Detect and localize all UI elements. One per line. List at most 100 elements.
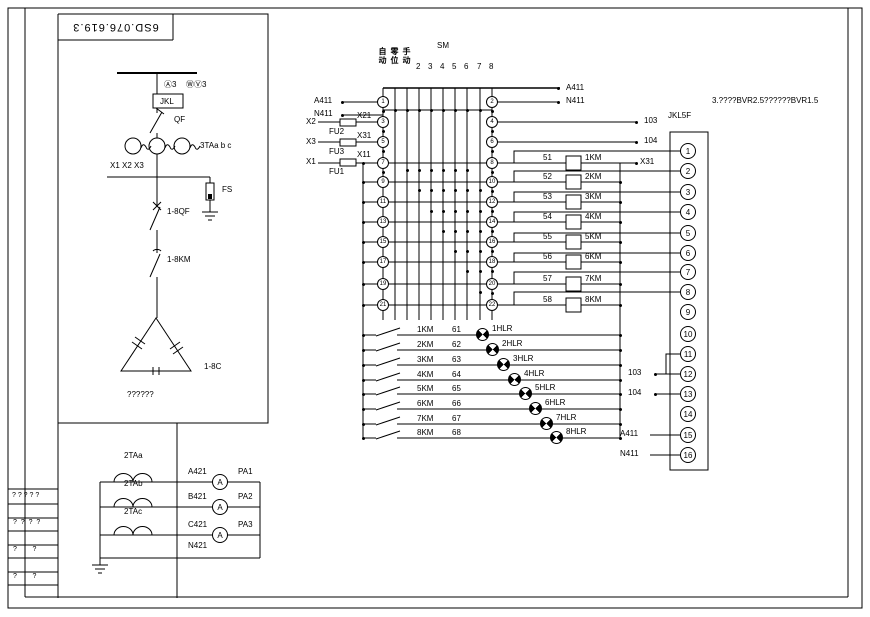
terminal-circle: 20 <box>486 278 498 290</box>
junction-dot <box>405 168 409 172</box>
junction-dot <box>618 363 622 367</box>
diagram-label: 103 <box>628 368 642 377</box>
junction-dot <box>381 109 385 113</box>
junction-dot <box>478 249 482 253</box>
diagram-label: 1-8QF <box>167 207 190 216</box>
terminal-circle: 22 <box>486 299 498 311</box>
diagram-label: 1KM <box>417 325 434 334</box>
diagram-label: A411 <box>314 96 333 105</box>
terminal-circle: 17 <box>377 256 389 268</box>
diagram-label: PA2 <box>238 492 253 501</box>
diagram-label: 4KM <box>417 370 434 379</box>
junction-dot <box>490 249 494 253</box>
junction-dot <box>429 188 433 192</box>
junction-dot <box>441 209 445 213</box>
junction-dot <box>453 168 457 172</box>
terminal-circle: 16 <box>486 236 498 248</box>
junction-dot <box>618 200 622 204</box>
terminal-circle: 5 <box>377 136 389 148</box>
diagram-label: X31 <box>640 157 655 166</box>
diagram-label: N411 <box>620 449 639 458</box>
terminal-circle: 14 <box>486 216 498 228</box>
junction-dot <box>556 100 560 104</box>
diagram-label: 103 <box>644 116 658 125</box>
terminal-circle: 1 <box>377 96 389 108</box>
diagram-label: X1 X2 X3 <box>110 161 144 170</box>
junction-dot <box>618 378 622 382</box>
diagram-label: ⓌⓋ3 <box>186 80 207 89</box>
diagram-label: 6HLR <box>545 398 566 407</box>
diagram-label: 3 <box>428 62 433 71</box>
diagram-label: 6KM <box>585 252 602 261</box>
diagram-label: 62 <box>452 340 461 349</box>
junction-dot <box>441 188 445 192</box>
junction-dot <box>361 407 365 411</box>
diagram-label: 53 <box>543 192 552 201</box>
diagram-label: 104 <box>628 388 642 397</box>
terminal-circle: 19 <box>377 278 389 290</box>
terminal-circle: 8 <box>680 284 696 300</box>
diagram-label: 自动 <box>378 47 387 65</box>
junction-dot <box>478 290 482 294</box>
sheet-frame <box>7 7 863 609</box>
diagram-label: 2KM <box>417 340 434 349</box>
junction-dot <box>361 436 365 440</box>
junction-dot <box>465 168 469 172</box>
junction-dot <box>361 260 365 264</box>
junction-dot <box>465 108 469 112</box>
junction-dot <box>465 249 469 253</box>
diagram-label: 7HLR <box>556 413 577 422</box>
terminal-circle: 10 <box>680 326 696 342</box>
diagram-label: X3 <box>306 137 316 146</box>
doc-number: 6SD.076.619.3 <box>72 21 159 34</box>
diagram-label: PA1 <box>238 467 253 476</box>
junction-dot <box>441 168 445 172</box>
junction-dot <box>618 348 622 352</box>
diagram-label: 56 <box>543 252 552 261</box>
junction-dot <box>361 282 365 286</box>
indicator-lamp-icon <box>508 373 521 386</box>
diagram-label: 2KM <box>585 172 602 181</box>
junction-dot <box>465 229 469 233</box>
diagram-label: 1-8C <box>204 362 222 371</box>
diagram-label: SM <box>437 41 449 50</box>
diagram-label: 57 <box>543 274 552 283</box>
diagram-label: 5KM <box>585 232 602 241</box>
diagram-label: 52 <box>543 172 552 181</box>
junction-dot <box>465 188 469 192</box>
junction-dot <box>478 108 482 112</box>
diagram-label: 8 <box>489 62 494 71</box>
terminal-circle: 4 <box>486 116 498 128</box>
terminal-circle: A <box>212 499 228 515</box>
junction-dot <box>478 209 482 213</box>
terminal-circle: 11 <box>377 196 389 208</box>
junction-dot <box>618 303 622 307</box>
junction-dot <box>429 168 433 172</box>
terminal-circle: 3 <box>377 116 389 128</box>
diagram-label: 54 <box>543 212 552 221</box>
diagram-label: 1HLR <box>492 324 513 333</box>
diagram-label: ? ? <box>13 546 37 553</box>
terminal-circle: 6 <box>680 245 696 261</box>
diagram-label: 68 <box>452 428 461 437</box>
diagram-label: QF <box>174 115 186 124</box>
junction-dot <box>361 180 365 184</box>
junction-dot <box>490 129 494 133</box>
diagram-label: 8HLR <box>566 427 587 436</box>
junction-dot <box>618 392 622 396</box>
junction-dot <box>490 291 494 295</box>
diagram-label: 2TAb <box>124 479 143 488</box>
diagram-label: 3TAa b c <box>200 141 232 150</box>
diagram-label: 3HLR <box>513 354 534 363</box>
junction-dot <box>361 200 365 204</box>
terminal-circle: 9 <box>680 304 696 320</box>
junction-dot <box>618 436 622 440</box>
indicator-lamp-icon <box>519 387 532 400</box>
indicator-lamp-icon <box>550 431 563 444</box>
junction-dot <box>465 269 469 273</box>
diagram-label: 63 <box>452 355 461 364</box>
terminal-circle: 4 <box>680 204 696 220</box>
ct-squiggles <box>140 144 201 150</box>
junction-dot <box>453 108 457 112</box>
